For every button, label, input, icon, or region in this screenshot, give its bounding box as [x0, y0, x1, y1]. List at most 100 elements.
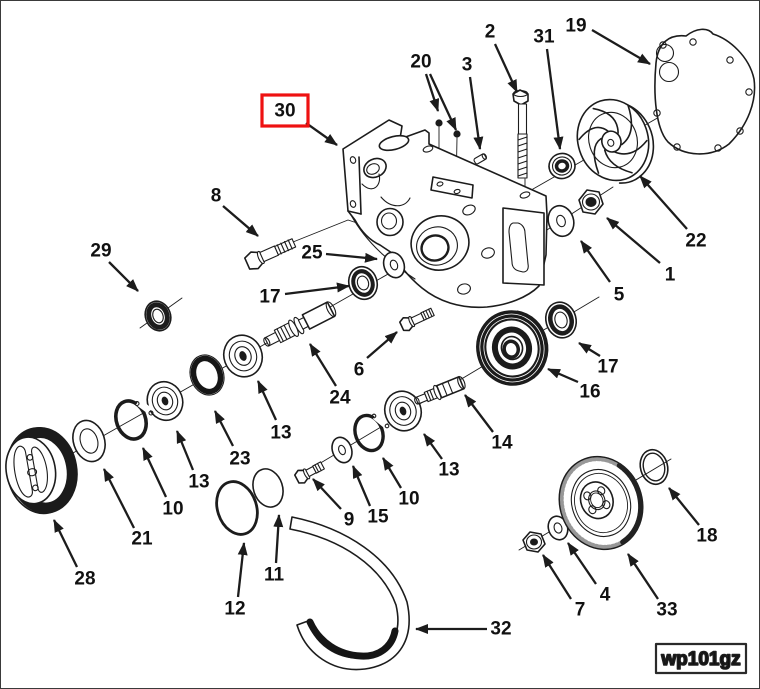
callout-label: 25	[301, 243, 323, 264]
callout-12[interactable]: 12	[224, 542, 248, 620]
callout-8[interactable]: 8	[211, 186, 259, 237]
callout-arrow	[580, 240, 611, 283]
callout-13[interactable]: 13	[256, 380, 292, 444]
part-snap-ring-10-left	[114, 399, 154, 441]
callout-label: 13	[188, 472, 209, 493]
callout-30[interactable]: 30	[260, 93, 338, 146]
callout-arrow	[464, 394, 494, 433]
callout-4[interactable]: 4	[567, 542, 611, 606]
callout-20[interactable]: 20	[410, 52, 458, 131]
callout-arrow	[382, 457, 402, 489]
callout-arrow	[175, 430, 195, 471]
callout-24[interactable]: 24	[309, 343, 351, 409]
callout-label: 17	[597, 357, 618, 378]
callout-5[interactable]: 5	[580, 240, 625, 306]
callout-1[interactable]: 1	[606, 217, 676, 286]
callout-3[interactable]: 3	[462, 55, 484, 150]
callout-arrow	[351, 465, 372, 507]
callout-11[interactable]: 11	[264, 514, 285, 586]
callout-arrow	[639, 175, 688, 230]
part-seal-17-right	[544, 301, 578, 339]
callout-arrow	[256, 380, 278, 421]
callout-17[interactable]: 17	[259, 282, 350, 308]
part-washer-5	[547, 204, 575, 238]
part-pulley-16	[476, 310, 549, 386]
callout-label: 9	[344, 510, 355, 531]
callout-16[interactable]: 16	[547, 367, 601, 403]
callout-19[interactable]: 19	[565, 16, 651, 65]
callout-29[interactable]: 29	[90, 241, 139, 292]
part-washer-21	[72, 419, 106, 463]
part-seal-17-left	[347, 265, 379, 301]
callout-label: 6	[354, 360, 365, 381]
callout-label: 19	[565, 16, 586, 37]
callout-17[interactable]: 17	[578, 342, 619, 378]
part-nut-7	[522, 531, 546, 553]
part-bolt-2	[512, 89, 529, 179]
callout-label: 11	[264, 565, 285, 586]
callout-28[interactable]: 28	[52, 519, 96, 590]
callout-15[interactable]: 15	[351, 465, 389, 528]
callout-label: 30	[274, 101, 295, 122]
callout-2[interactable]: 2	[485, 22, 519, 93]
part-bearing-13-left	[146, 380, 184, 422]
callout-arrow	[213, 410, 235, 447]
callout-18[interactable]: 18	[668, 487, 718, 547]
callout-6[interactable]: 6	[354, 331, 398, 381]
callout-label: 5	[614, 285, 625, 306]
part-seal-31	[548, 152, 576, 180]
part-washer-25	[382, 251, 406, 279]
part-impeller	[576, 98, 655, 184]
callout-label: 28	[74, 569, 95, 590]
callout-label: 16	[579, 382, 600, 403]
callout-10[interactable]: 10	[141, 447, 184, 520]
callout-label: 18	[696, 526, 717, 547]
callout-label: 7	[575, 600, 586, 621]
callout-31[interactable]: 31	[533, 27, 564, 150]
callout-33[interactable]: 33	[627, 553, 678, 621]
callout-21[interactable]: 21	[102, 468, 153, 550]
part-pulley-33	[558, 455, 644, 551]
callout-10[interactable]: 10	[382, 457, 420, 510]
callout-arrow	[108, 261, 139, 292]
callout-label: 14	[491, 433, 513, 454]
part-belt-32	[289, 516, 410, 671]
callout-arrow	[236, 542, 248, 598]
part-pin-3	[473, 153, 488, 165]
callout-32[interactable]: 32	[415, 619, 512, 640]
part-bolt-9	[293, 461, 325, 484]
part-nut-1	[578, 189, 604, 215]
callout-arrow	[627, 553, 659, 600]
callout-13[interactable]: 13	[423, 433, 460, 481]
callout-arrow	[366, 331, 398, 359]
part-snap-ring-10-mid	[353, 413, 390, 453]
part-gasket	[653, 28, 756, 155]
callout-22[interactable]: 22	[639, 175, 707, 252]
figure-code-box: wp101gz	[654, 642, 748, 675]
callout-label: 10	[162, 499, 183, 520]
callout-arrow	[141, 447, 168, 498]
callout-25[interactable]: 25	[301, 243, 378, 264]
callout-arrow	[312, 478, 342, 510]
callout-arrow	[547, 367, 579, 384]
callout-label: 13	[438, 460, 459, 481]
callout-14[interactable]: 14	[464, 394, 513, 454]
callout-label: 13	[270, 423, 291, 444]
callout-13[interactable]: 13	[175, 430, 210, 493]
callout-9[interactable]: 9	[312, 478, 355, 531]
part-ring-23	[189, 354, 225, 396]
callout-7[interactable]: 7	[542, 554, 586, 621]
part-bearing-13-right	[383, 390, 423, 432]
part-seal-29	[144, 300, 172, 332]
figure-code: wp101gz	[660, 649, 740, 670]
callout-label: 2	[485, 22, 496, 43]
part-shaft-24	[263, 301, 337, 347]
callout-label: 31	[533, 27, 555, 48]
callout-arrow	[545, 48, 564, 150]
callout-arrow	[273, 514, 284, 564]
callout-arrow	[52, 519, 79, 568]
callout-23[interactable]: 23	[213, 410, 251, 470]
callout-arrow	[578, 342, 601, 357]
